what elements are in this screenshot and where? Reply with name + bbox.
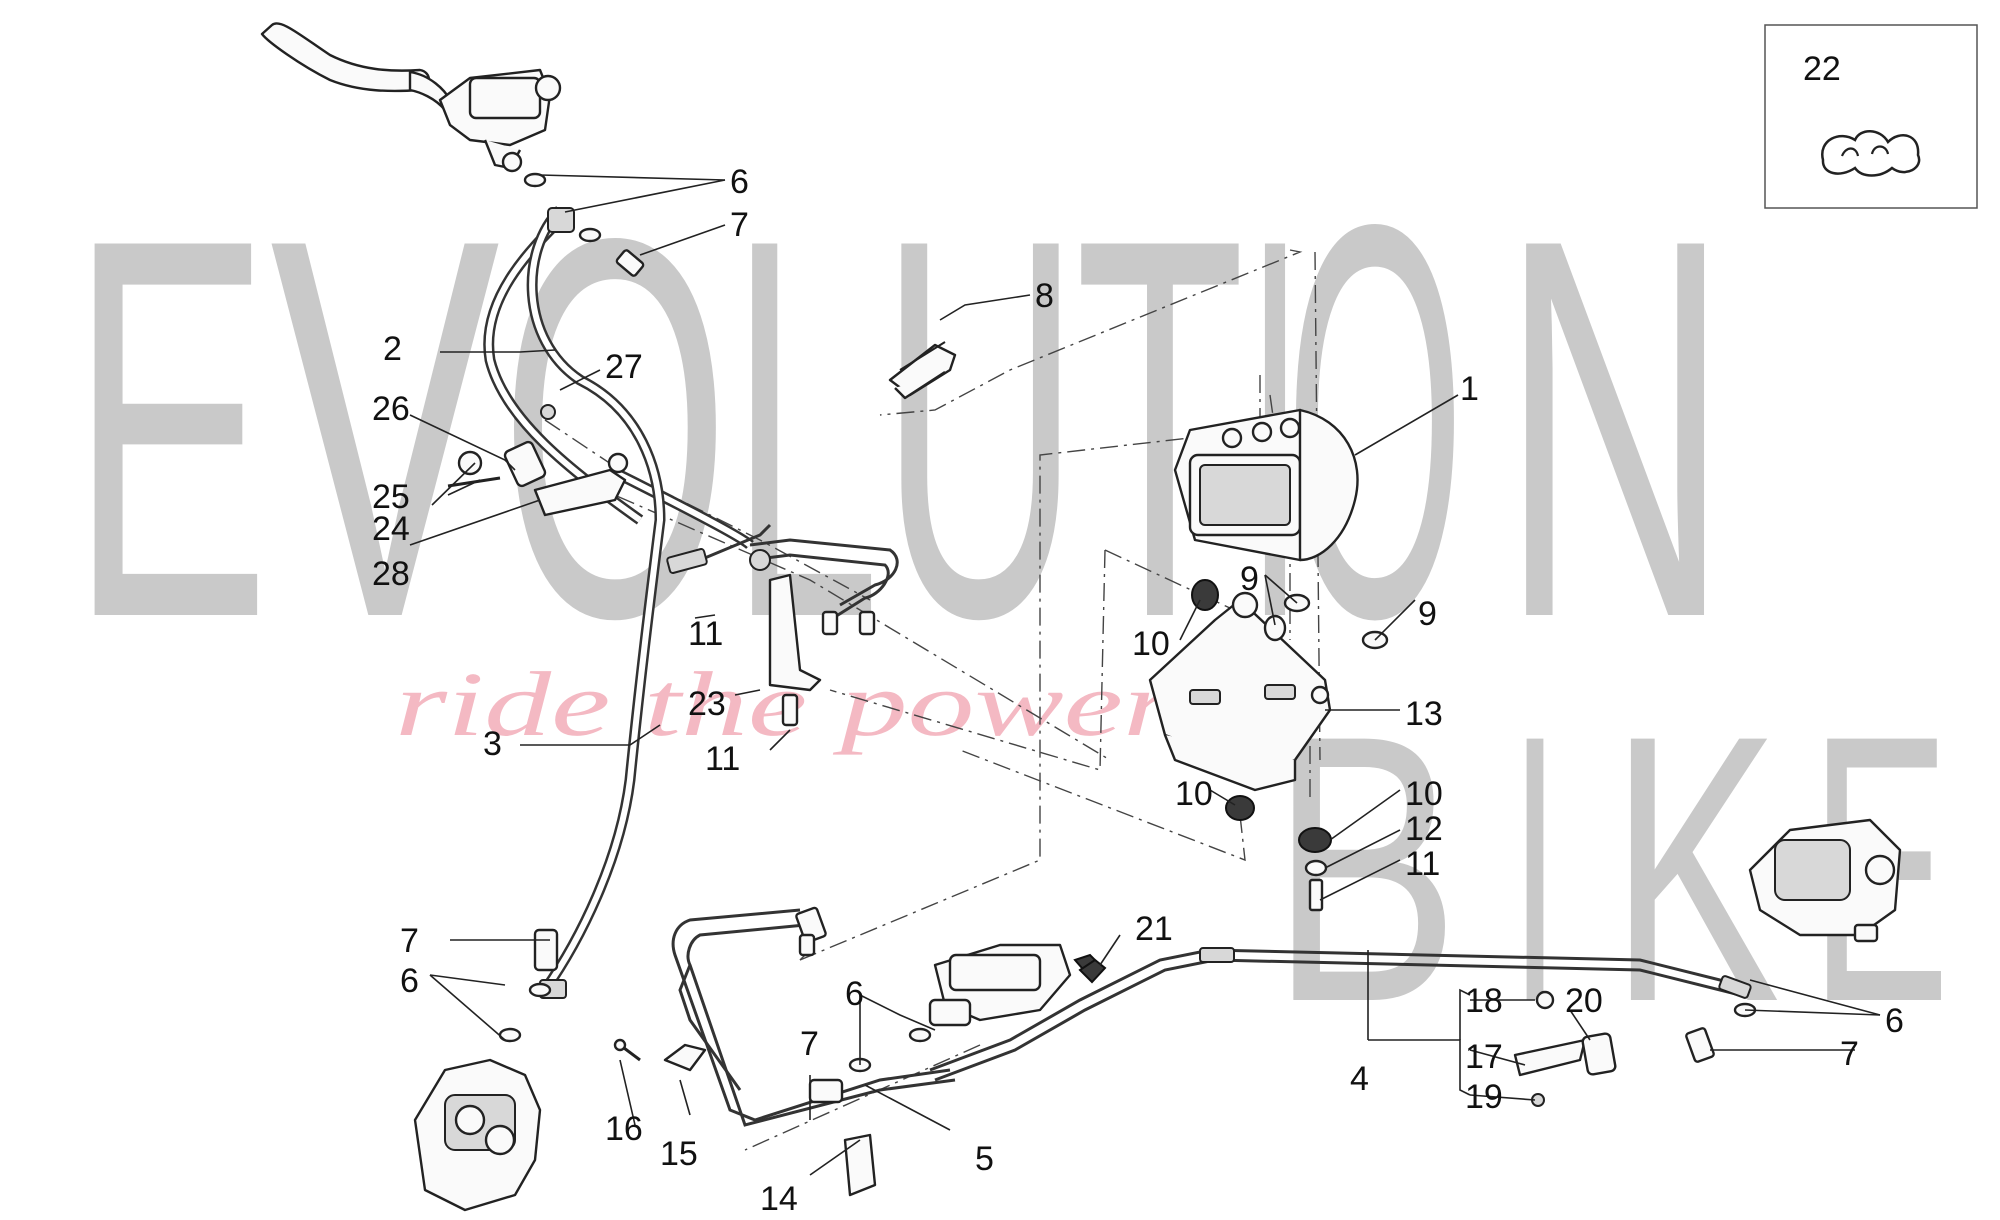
inset-box: 22 — [1764, 24, 1978, 209]
callout-5: 5 — [975, 1140, 994, 1178]
callout-27: 27 — [605, 348, 643, 386]
watermark-letter: V — [270, 127, 502, 730]
callout-7b: 7 — [400, 922, 419, 960]
pipe-clip — [1078, 958, 1107, 984]
watermark-letter: O — [500, 127, 730, 730]
hose-guide-bracket — [447, 404, 629, 517]
callout-9a: 9 — [1240, 560, 1259, 598]
callout-11c: 11 — [1405, 845, 1440, 883]
abs-pipe-cluster — [666, 523, 899, 727]
callout-2: 2 — [383, 330, 402, 368]
abs-modulator — [1173, 408, 1359, 562]
callout-10a: 10 — [1132, 625, 1170, 663]
front-banjo-fittings — [523, 172, 645, 277]
callout-19: 19 — [1465, 1078, 1503, 1116]
rear-brake-pipes — [671, 906, 1752, 1127]
callout-14: 14 — [760, 1180, 798, 1218]
callout-15: 15 — [660, 1135, 698, 1173]
pipe-clamps — [613, 1038, 877, 1197]
leader-lines — [409, 174, 1881, 1176]
callout-24: 24 — [372, 510, 410, 548]
watermark: E V O L U T I O N B I K E ride the power — [70, 108, 1950, 1081]
watermark-letter: N — [1500, 127, 1730, 730]
callout-7a: 7 — [730, 206, 749, 244]
callout-18: 18 — [1465, 982, 1503, 1020]
callout-21: 21 — [1135, 910, 1173, 948]
callout-11b: 11 — [705, 740, 740, 778]
callout-28: 28 — [372, 555, 410, 593]
callout-3: 3 — [483, 725, 502, 763]
rear-caliper — [1685, 818, 1902, 1063]
callout-10c: 10 — [1405, 775, 1443, 813]
callout-16: 16 — [605, 1110, 643, 1148]
callout-6d: 6 — [1885, 1002, 1904, 1040]
callout-26: 26 — [372, 390, 410, 428]
callout-6b: 6 — [400, 962, 419, 1000]
callout-6a: 6 — [730, 163, 749, 201]
callout-7d: 7 — [1840, 1035, 1859, 1073]
watermark-letter: E — [70, 127, 270, 730]
callout-9b: 9 — [1418, 595, 1437, 633]
callout-25: 25 — [372, 478, 410, 516]
callout-17: 17 — [1465, 1038, 1503, 1076]
front-master-cylinder — [438, 68, 562, 173]
front-caliper — [413, 928, 559, 1212]
callout-12: 12 — [1405, 810, 1443, 848]
sensor-holder — [888, 341, 957, 400]
abs-mounting-bracket — [1148, 591, 1332, 792]
watermark-letter: U — [880, 127, 1080, 730]
sensor-bracket — [1513, 990, 1617, 1107]
callout-8: 8 — [1035, 277, 1054, 315]
inset-label: 22 — [1803, 50, 1841, 88]
callout-13: 13 — [1405, 695, 1443, 733]
callout-23: 23 — [688, 685, 726, 723]
callout-1: 1 — [1460, 370, 1479, 408]
front-brake-hoses — [483, 206, 754, 999]
callout-7c: 7 — [800, 1025, 819, 1063]
callout-10b: 10 — [1175, 775, 1213, 813]
front-brake-lever — [260, 22, 452, 112]
callout-4: 4 — [1350, 1060, 1369, 1098]
callout-11a: 11 — [688, 615, 723, 653]
callout-20: 20 — [1565, 982, 1603, 1020]
callout-6c: 6 — [845, 975, 864, 1013]
watermark-letter: L — [730, 127, 880, 730]
watermark-letter: I — [1510, 656, 1560, 1081]
callout-labels: 1 2 3 4 5 6 6 6 6 7 7 7 7 8 9 9 10 10 10… — [372, 163, 1904, 1218]
clip-icon — [1821, 130, 1921, 177]
